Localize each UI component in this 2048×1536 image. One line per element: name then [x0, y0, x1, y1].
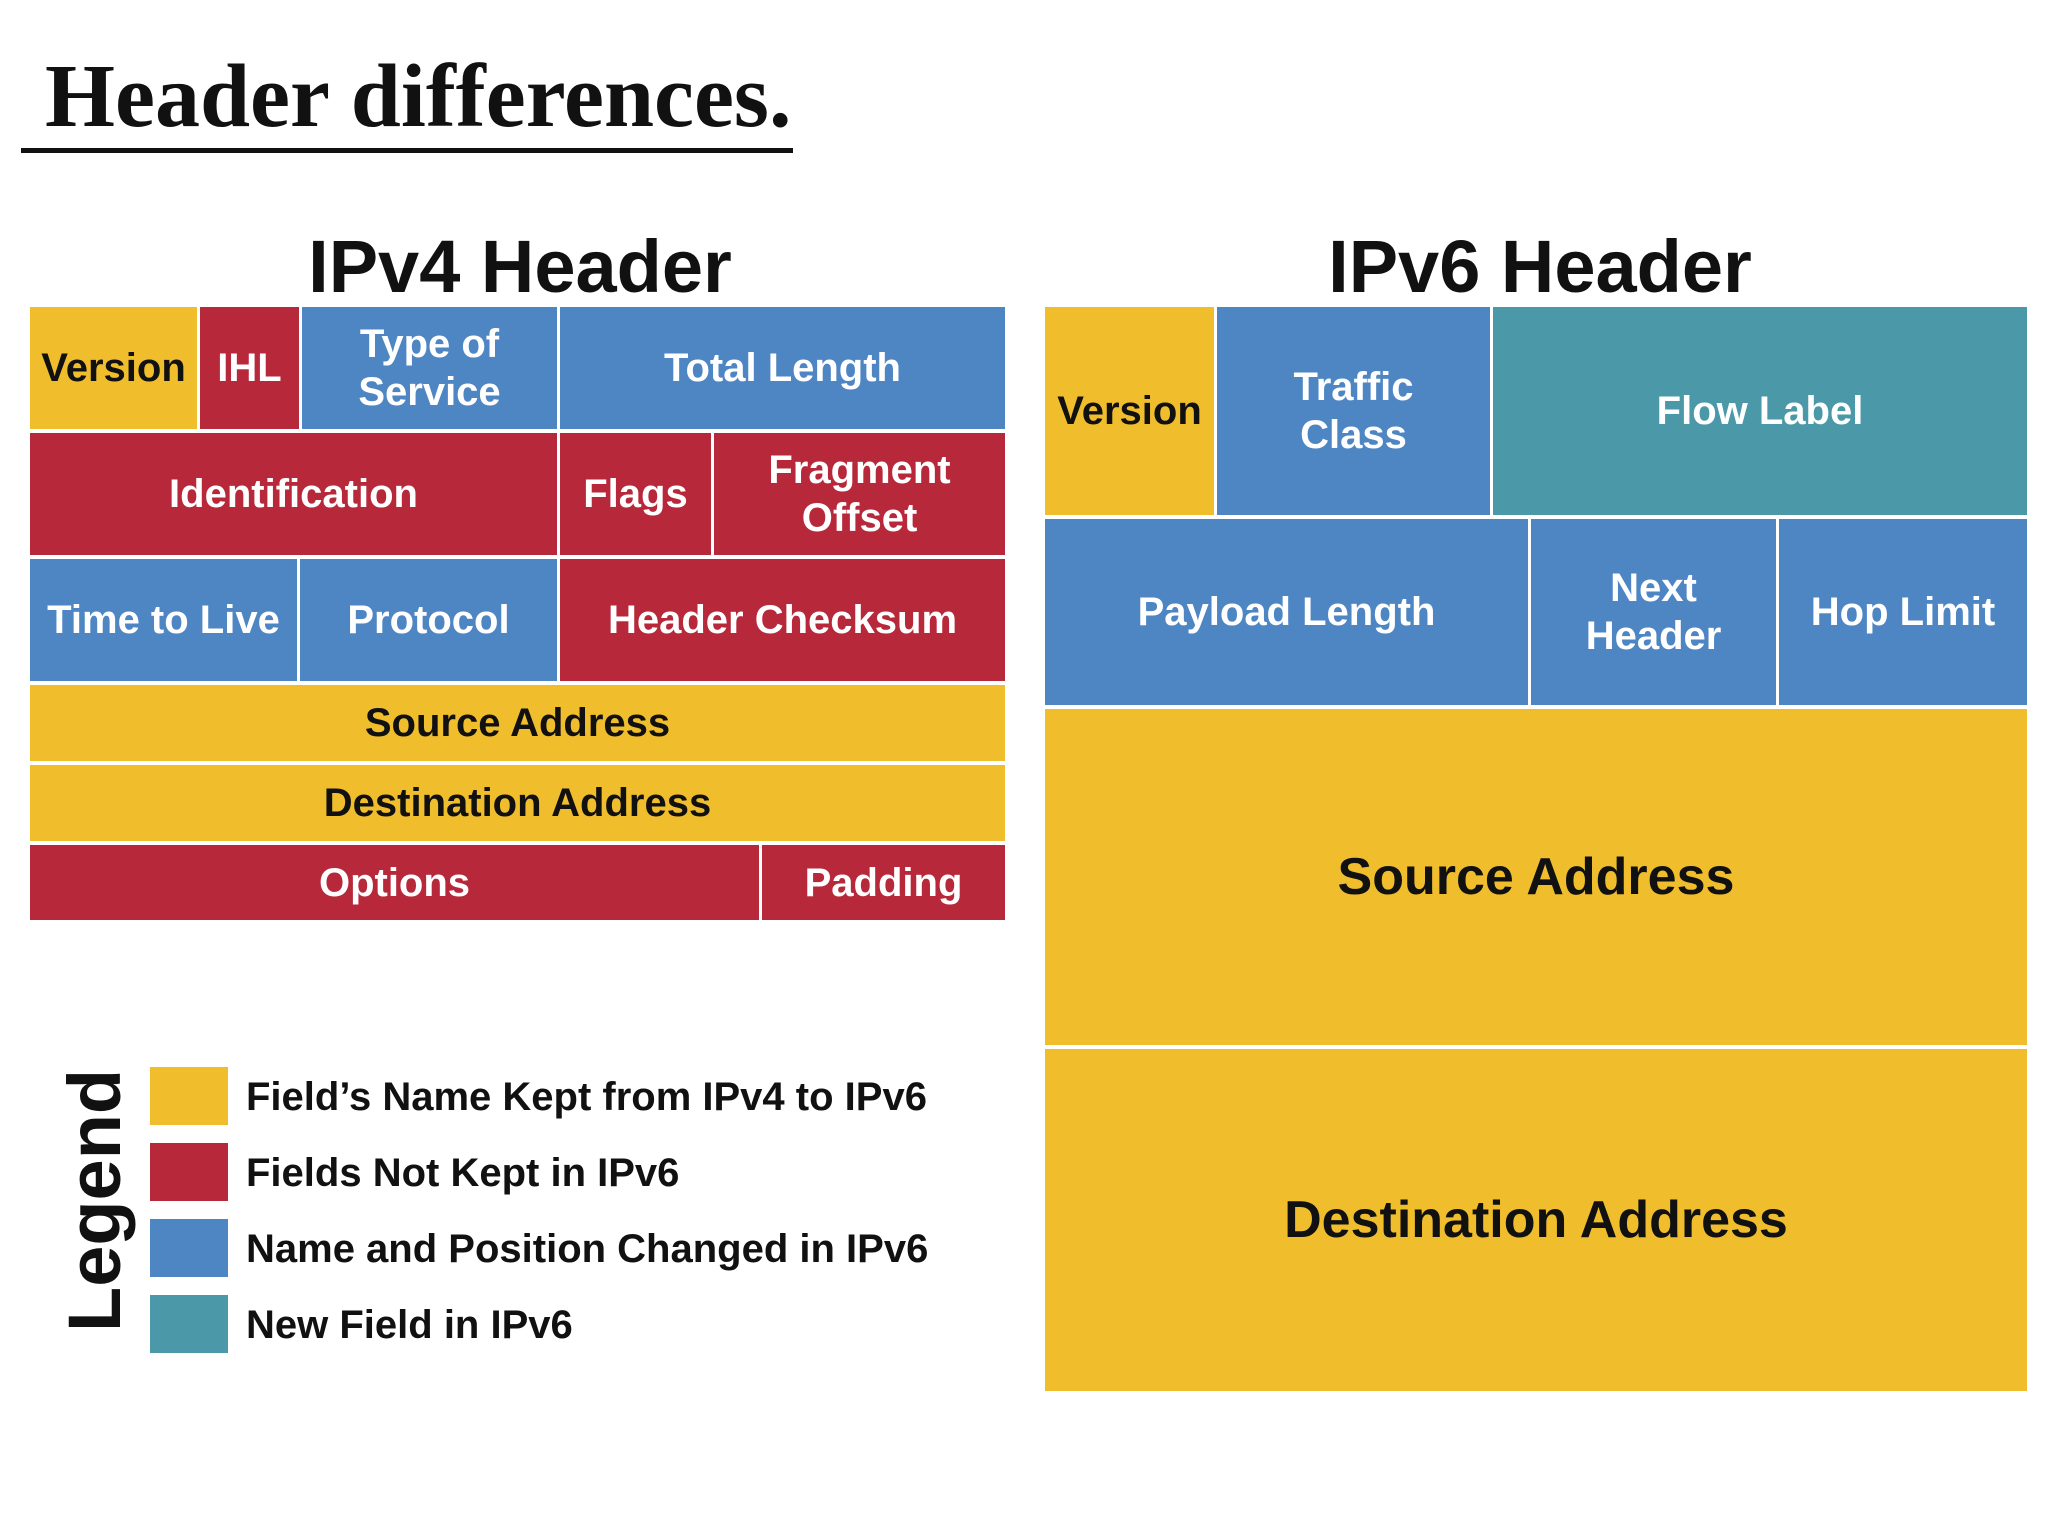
ipv6-field-destination-address: Destination Address [1045, 1049, 2027, 1391]
slide-title: Header differences. [21, 52, 794, 153]
ipv4-field-protocol: Protocol [300, 559, 560, 685]
legend-label-new: New Field in IPv6 [246, 1303, 573, 1347]
ipv6-field-next-header: Next Header [1531, 519, 1779, 709]
ipv4-field-type-of-service: Type of Service [302, 307, 560, 433]
ipv4-field-header-checksum: Header Checksum [560, 559, 1008, 685]
ipv6-field-hop-limit: Hop Limit [1779, 519, 2027, 709]
ipv4-field-padding: Padding [762, 845, 1008, 920]
legend-label-changed: Name and Position Changed in IPv6 [246, 1227, 929, 1271]
legend-title: Legend [53, 1068, 136, 1332]
ipv4-field-time-to-live: Time to Live [30, 559, 300, 685]
legend-swatch-new [150, 1295, 228, 1353]
ipv6-field-flow-label: Flow Label [1493, 307, 2027, 519]
ipv6-field-source-address: Source Address [1045, 709, 2027, 1049]
legend-item-kept: Field’s Name Kept from IPv4 to IPv6 [150, 1067, 1050, 1129]
legend-item-not-kept: Fields Not Kept in IPv6 [150, 1143, 1050, 1205]
ipv4-field-options: Options [30, 845, 762, 920]
ipv6-header-title: IPv6 Header [1328, 225, 1752, 308]
ipv6-field-version: Version [1045, 307, 1217, 519]
legend-swatch-kept [150, 1067, 228, 1125]
legend-label-kept: Field’s Name Kept from IPv4 to IPv6 [246, 1075, 927, 1119]
ipv4-field-fragment-offset: Fragment Offset [714, 433, 1008, 559]
ipv4-field-ihl: IHL [200, 307, 302, 433]
ipv6-field-payload-length: Payload Length [1045, 519, 1531, 709]
legend-item-changed: Name and Position Changed in IPv6 [150, 1219, 1050, 1281]
legend-swatch-not-kept [150, 1143, 228, 1201]
ipv4-field-total-length: Total Length [560, 307, 1008, 433]
ipv6-field-traffic-class: Traffic Class [1217, 307, 1493, 519]
legend-swatch-changed [150, 1219, 228, 1277]
legend-item-new: New Field in IPv6 [150, 1295, 1050, 1357]
ipv4-field-flags: Flags [560, 433, 714, 559]
ipv4-field-identification: Identification [30, 433, 560, 559]
legend-label-not-kept: Fields Not Kept in IPv6 [246, 1151, 680, 1195]
ipv4-field-destination-address: Destination Address [30, 765, 1008, 845]
ipv4-field-source-address: Source Address [30, 685, 1008, 765]
ipv4-field-version: Version [30, 307, 200, 433]
ipv4-header-title: IPv4 Header [308, 225, 732, 308]
